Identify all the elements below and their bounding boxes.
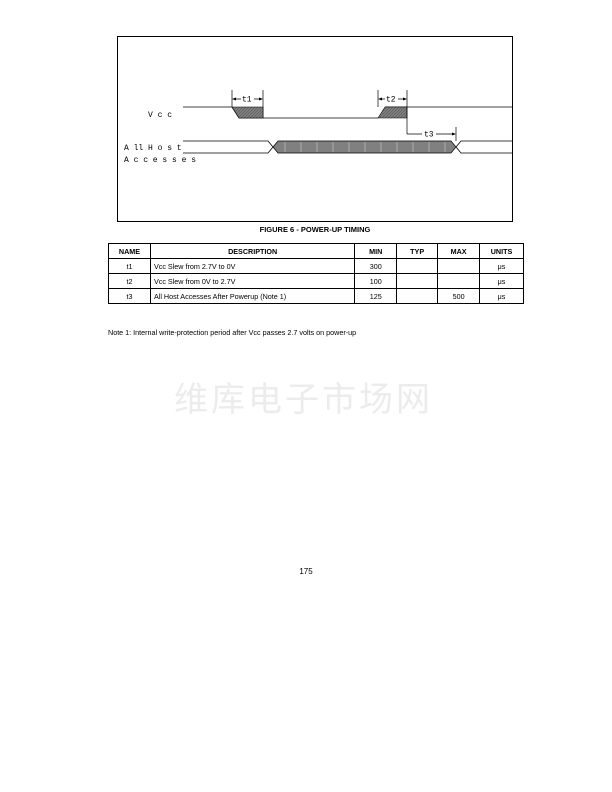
table-row: t1 Vcc Slew from 2.7V to 0V 300 μs: [108, 258, 524, 274]
cell-name: t1: [108, 258, 151, 274]
cell-name: t2: [108, 273, 151, 289]
cell-min: 100: [354, 273, 398, 289]
cell-units: μs: [479, 288, 524, 304]
table-header-row: NAME DESCRIPTION MIN TYP MAX UNITS: [108, 243, 524, 259]
t3-label: t3: [424, 131, 434, 140]
cell-description: Vcc Slew from 0V to 2.7V: [149, 273, 356, 289]
header-name: NAME: [108, 243, 151, 259]
cell-max: [437, 273, 481, 289]
cell-description: Vcc Slew from 2.7V to 0V: [149, 258, 356, 274]
header-typ: TYP: [396, 243, 439, 259]
page-number: 175: [299, 567, 313, 576]
cell-min: 300: [354, 258, 398, 274]
figure-caption: FIGURE 6 - POWER-UP TIMING: [259, 225, 371, 234]
host-accesses-label-line2: A c c e s s e s: [124, 156, 196, 165]
host-accesses-invalid-region: [272, 140, 457, 154]
host-accesses-label-line1: A ll H o s t: [124, 144, 182, 153]
cell-max: 500: [437, 288, 481, 304]
header-description: DESCRIPTION: [149, 243, 356, 259]
table-row: t3 All Host Accesses After Powerup (Note…: [108, 288, 524, 304]
header-max: MAX: [437, 243, 481, 259]
cell-typ: [396, 258, 439, 274]
header-min: MIN: [354, 243, 398, 259]
t2-label: t2: [386, 96, 396, 105]
cell-min: 125: [354, 288, 398, 304]
footnote: Note 1: Internal write-protection period…: [108, 328, 357, 337]
cell-units: μs: [479, 273, 524, 289]
vcc-label: V c c: [148, 111, 172, 120]
cell-typ: [396, 288, 439, 304]
vcc-rise-slew: [377, 106, 408, 119]
header-units: UNITS: [479, 243, 524, 259]
watermark: 维库电子市场网: [174, 380, 433, 420]
cell-name: t3: [108, 288, 151, 304]
vcc-fall-slew: [231, 106, 264, 119]
t1-label: t1: [242, 96, 252, 105]
cell-max: [437, 258, 481, 274]
power-up-timing-diagram: V c c t1 t2 t3 A ll H o s: [124, 90, 513, 165]
cell-description: All Host Accesses After Powerup (Note 1): [149, 288, 356, 304]
cell-units: μs: [479, 258, 524, 274]
table-row: t2 Vcc Slew from 0V to 2.7V 100 μs: [108, 273, 524, 289]
timing-diagram-frame: V c c t1 t2 t3 A ll H o s: [117, 36, 513, 222]
timing-spec-table: NAME DESCRIPTION MIN TYP MAX UNITS t1 Vc…: [108, 243, 524, 304]
cell-typ: [396, 273, 439, 289]
vcc-waveform: [183, 106, 513, 119]
